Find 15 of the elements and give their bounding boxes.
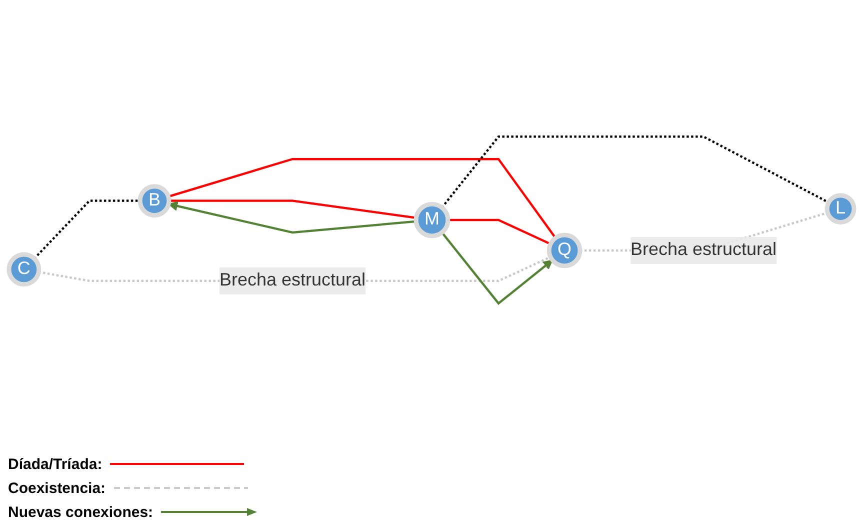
legend-label: Nuevas conexiones: bbox=[8, 504, 154, 520]
node-circle: M bbox=[414, 202, 450, 238]
legend-label: Coexistencia: bbox=[8, 480, 106, 496]
connector bbox=[168, 158, 556, 239]
connector bbox=[168, 200, 416, 219]
node-circle: L bbox=[824, 193, 856, 224]
edge-label: Brecha estructural bbox=[219, 270, 366, 290]
legend-label: Díada/Tríada: bbox=[8, 456, 102, 472]
node-circle: B bbox=[138, 184, 172, 218]
arrow bbox=[441, 232, 553, 305]
edge-label: Brecha estructural bbox=[630, 240, 777, 260]
node-circle: C bbox=[6, 252, 42, 287]
arrow bbox=[168, 201, 416, 234]
node-circle: Q bbox=[546, 232, 582, 268]
connector bbox=[448, 218, 551, 245]
